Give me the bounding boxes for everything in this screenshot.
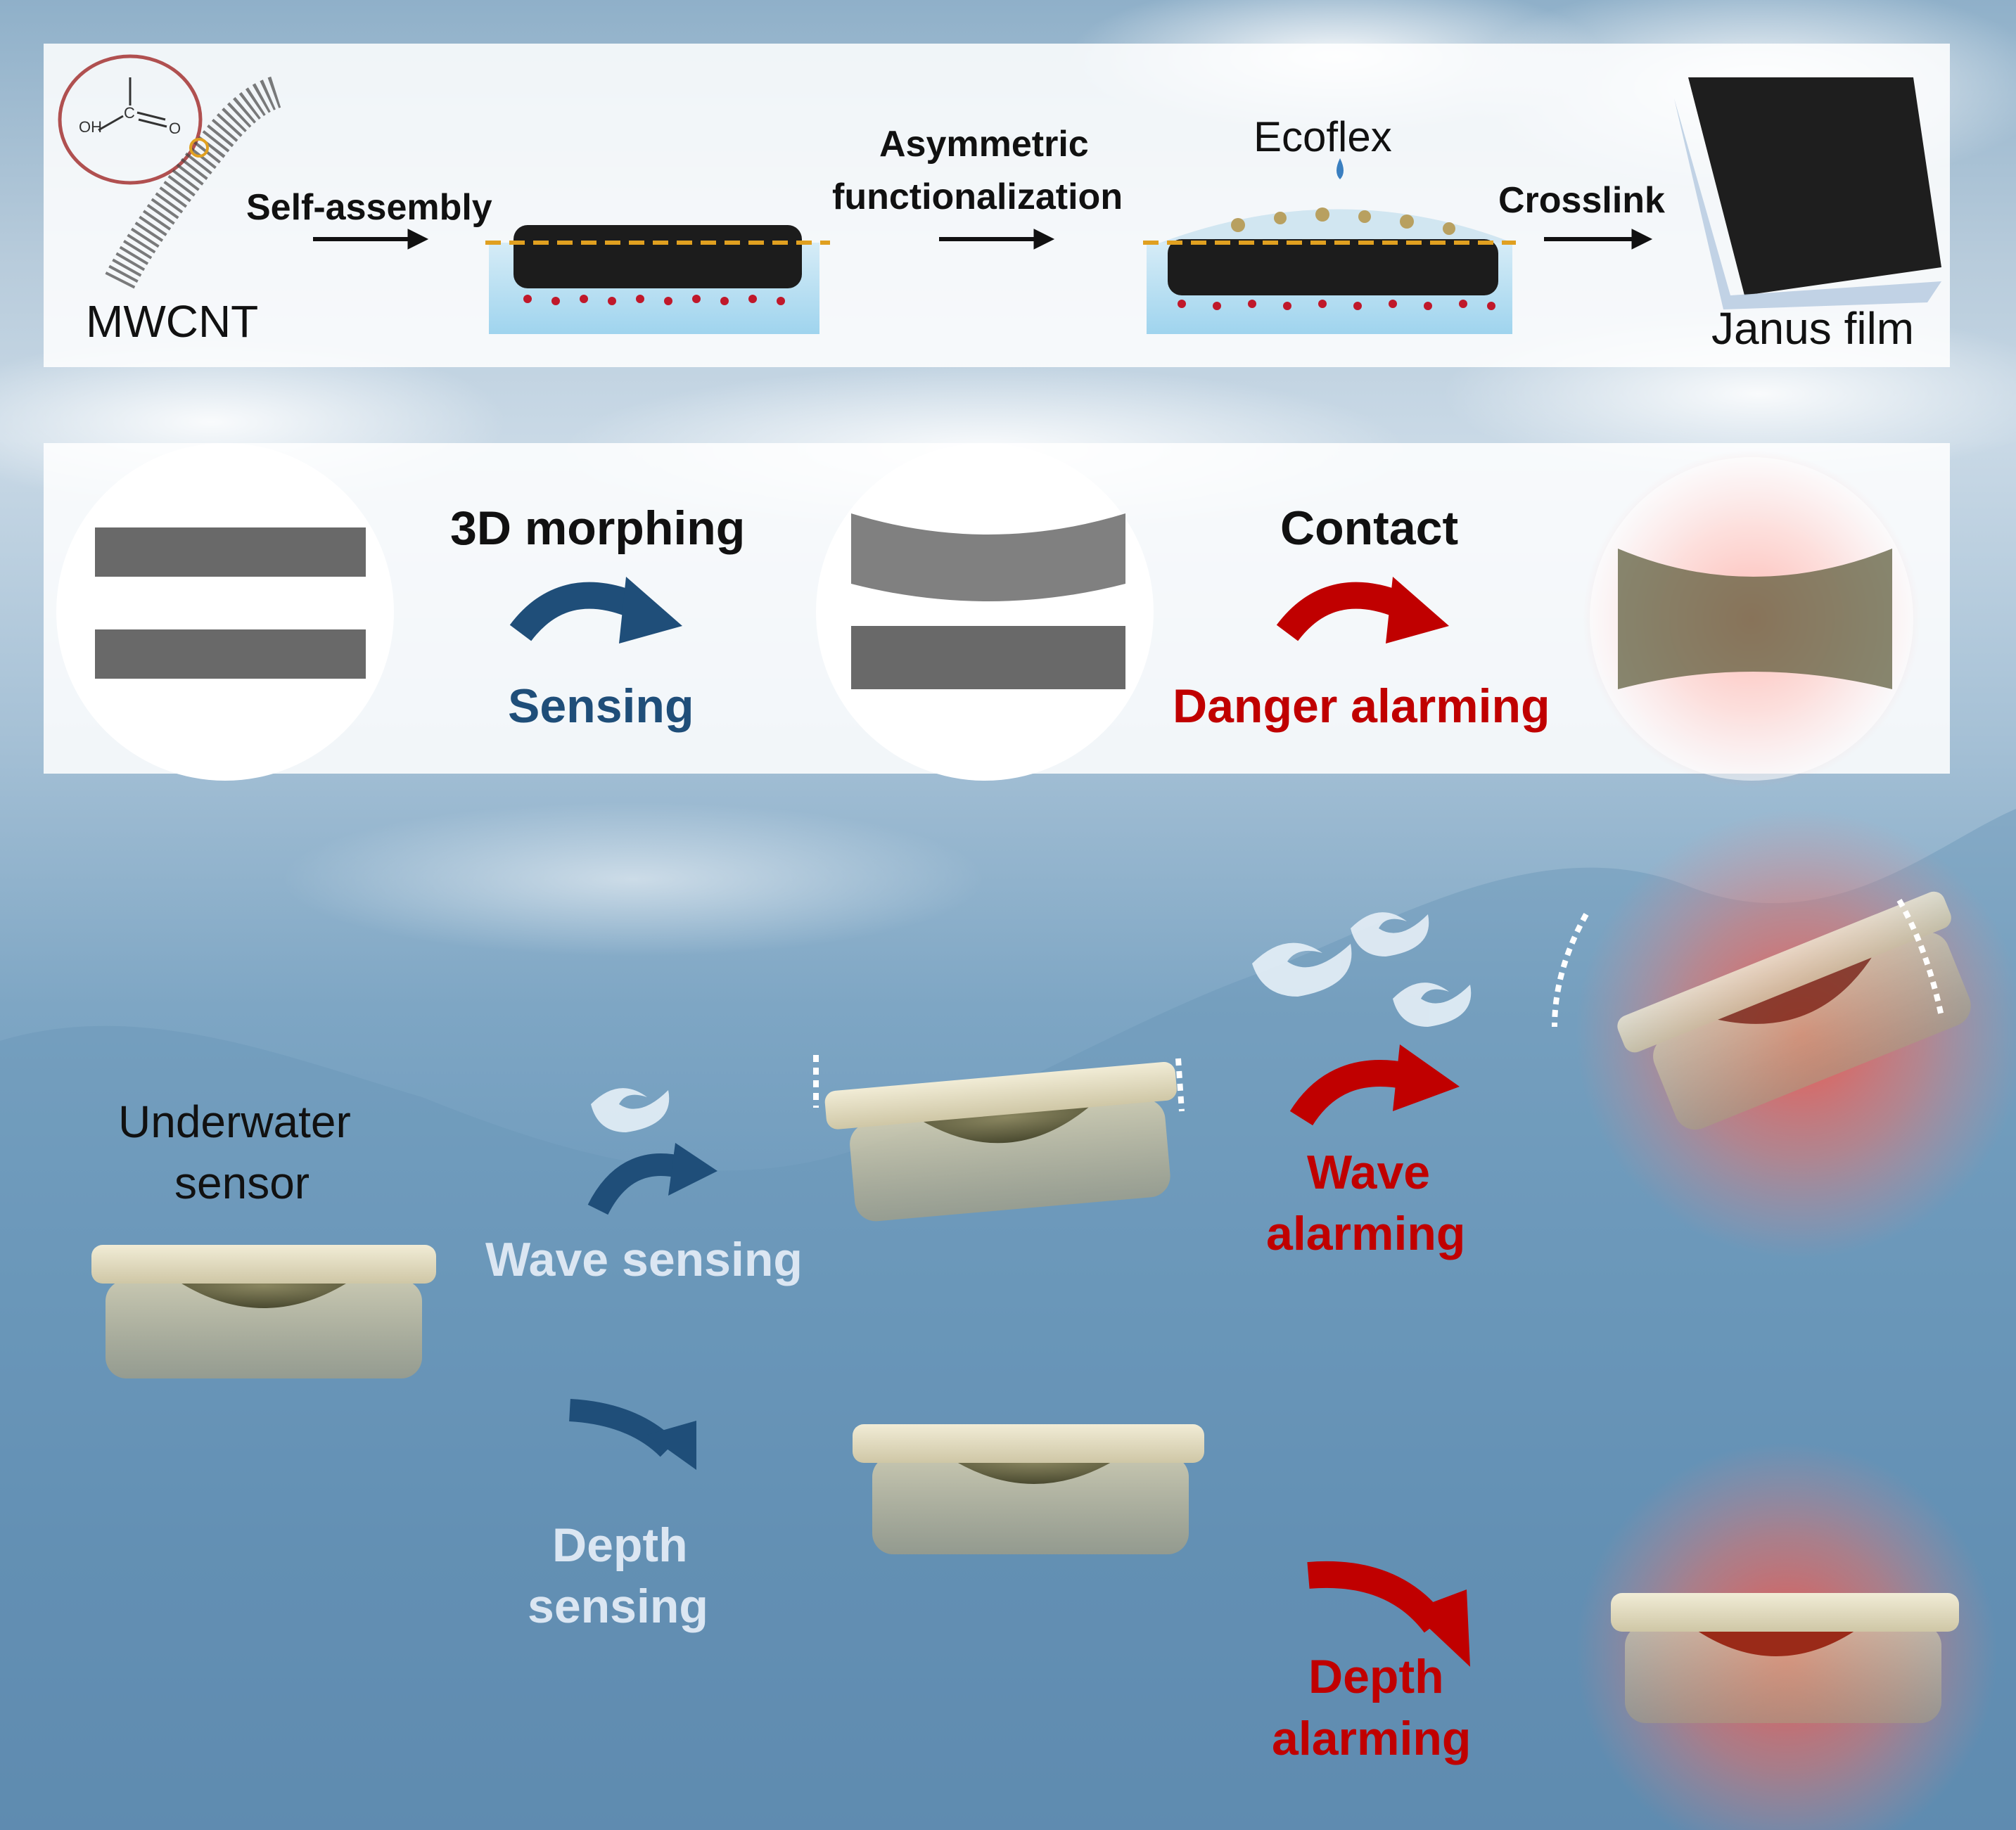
cnt-layer [513, 225, 802, 288]
danger-alarming-label: Danger alarming [1173, 679, 1550, 733]
sensing-label: Sensing [508, 679, 694, 733]
self-assembly-label: Self-assembly [246, 187, 492, 228]
film-layer-bottom [851, 626, 1125, 689]
morphing-label: 3D morphing [450, 501, 746, 555]
depth-alarming-label-2: alarming [1272, 1712, 1472, 1765]
functionalization-label: functionalization [832, 177, 1123, 217]
wave-sensing-label: Wave sensing [485, 1233, 803, 1286]
sensor-device-depth [853, 1424, 1204, 1554]
wave-alarm-arrow-head [1393, 1044, 1460, 1111]
sensor-device-initial [91, 1245, 436, 1378]
ecoflex-label: Ecoflex [1253, 113, 1392, 160]
ecoflex-particles [1231, 207, 1455, 235]
zoom-ring [189, 138, 209, 158]
alarm-arrow-head [1386, 577, 1449, 644]
sensor-device-wave [824, 1061, 1177, 1222]
oxygen-label: O [169, 120, 181, 137]
mwcnt-label: MWCNT [86, 296, 259, 347]
depth-alarm-arrow [1307, 1561, 1446, 1633]
sensing-arrow [509, 582, 639, 641]
wave-alarming-label-2: alarming [1266, 1207, 1466, 1260]
sensor-device-depth-alarm [1611, 1593, 1959, 1723]
hydrophilic-groups [1178, 300, 1495, 310]
bond-line [136, 111, 166, 121]
wave-sensing-arrow [587, 1153, 685, 1215]
fabrication-panel [44, 44, 1950, 367]
film-layer-bottom [95, 629, 366, 679]
ecoflex-dome [1161, 209, 1512, 243]
depth-sensing-arrow [568, 1399, 677, 1457]
alarm-arrow [1276, 582, 1405, 641]
crosslink-label: Crosslink [1498, 180, 1665, 221]
morph-circle-deformed [816, 443, 1154, 781]
molecule-inset-circle [58, 54, 203, 185]
depth-sensing-label-2: sensing [528, 1580, 708, 1633]
sensor-device-wave-alarm [1617, 891, 1971, 1130]
sensor-label: sensor [174, 1158, 310, 1208]
wave-alarming-label-1: Wave [1307, 1146, 1431, 1199]
film-layer-top [851, 513, 1125, 601]
film-layer-contact [1618, 549, 1892, 689]
underwater-label: Underwater [118, 1096, 351, 1147]
depth-sensing-label-1: Depth [552, 1518, 688, 1572]
tilt-arrows [813, 899, 1944, 1112]
cloud [281, 802, 985, 956]
janus-film-label: Janus film [1711, 303, 1915, 354]
depth-alarm-arrow-head [1410, 1589, 1470, 1667]
wave-sensing-arrow-head [668, 1143, 717, 1196]
depth-sensing-arrow-head [647, 1421, 696, 1470]
ecoflex-droplet [1336, 158, 1344, 179]
nanotube [105, 75, 283, 289]
morph-circle-initial [56, 443, 394, 781]
process-arrows [313, 229, 1653, 250]
asymmetric-label: Asymmetric [879, 124, 1089, 165]
wave-alarm-arrow [1289, 1060, 1410, 1126]
bond-line [138, 118, 167, 128]
contact-label: Contact [1280, 501, 1459, 555]
mountain-silhouette [0, 809, 2016, 1830]
sensing-arrow-head [619, 577, 682, 644]
cnt-layer [1168, 239, 1498, 295]
oh-label: OH [79, 118, 102, 136]
bond-line [98, 115, 124, 132]
hydrophilic-groups [523, 295, 785, 305]
janus-film-base [1674, 98, 1941, 309]
film-layer-top [95, 527, 366, 577]
carbon-label: C [124, 104, 135, 122]
wave-icon [591, 912, 1472, 1132]
depth-alarming-label-1: Depth [1308, 1650, 1444, 1703]
janus-film [1688, 77, 1941, 295]
